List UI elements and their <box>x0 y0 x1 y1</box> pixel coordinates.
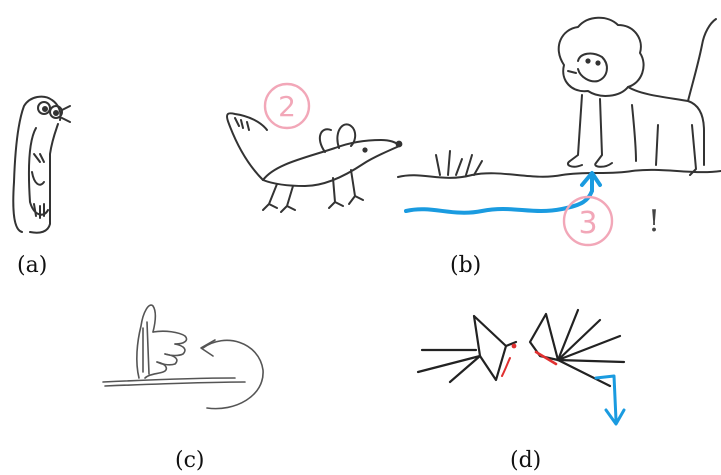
blue-arrow-d <box>594 374 618 422</box>
blue-arrow-head <box>580 171 602 187</box>
panel-a-screaming-character <box>0 92 80 240</box>
hand-gesture-drawing <box>102 304 264 410</box>
marker-circle-3 <box>562 195 614 247</box>
blue-arrow-d-head <box>604 408 626 426</box>
caption-b: (b) <box>450 253 482 278</box>
panel-d-spiky-shapes <box>410 290 640 440</box>
screaming-character-drawing <box>12 95 71 234</box>
red-mark-right <box>534 350 558 366</box>
caption-c: (c) <box>175 448 205 473</box>
lion-scene-drawing: 3 ! <box>397 16 721 247</box>
panel-b-mouse: 2 <box>205 78 410 218</box>
red-dot <box>511 343 517 349</box>
marker-circle-2 <box>263 82 311 130</box>
spiky-shapes-drawing <box>416 308 626 426</box>
blue-arrow-path <box>404 173 594 215</box>
marker-3-label: 3 <box>578 206 597 241</box>
red-mark-left <box>501 357 511 377</box>
exclamation-mark: ! <box>648 204 660 239</box>
caption-a: (a) <box>17 253 48 278</box>
marker-2-label: 2 <box>278 90 296 123</box>
mouse-drawing: 2 <box>226 82 403 213</box>
panel-c-hand-gesture <box>95 292 275 427</box>
caption-d: (d) <box>510 448 542 473</box>
panel-b-lion-scene: 3 ! <box>392 5 721 247</box>
